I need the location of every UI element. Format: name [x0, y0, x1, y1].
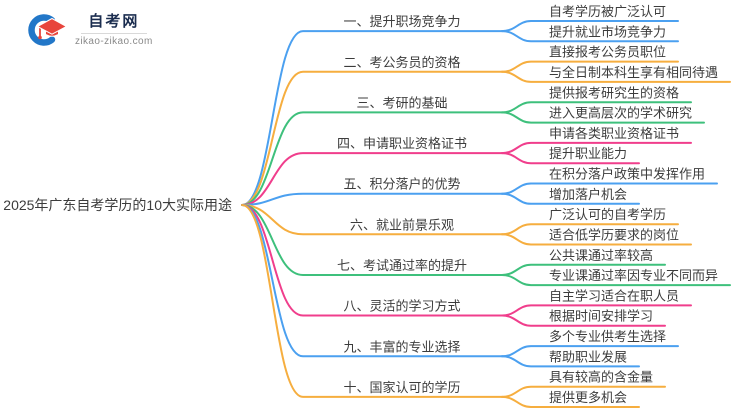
leaf-label[interactable]: 进入更高层次的学术研究 [549, 106, 692, 121]
leaf-label[interactable]: 广泛认可的自考学历 [549, 207, 666, 222]
leaf-label[interactable]: 具有较高的含金量 [549, 370, 653, 385]
leaf-label[interactable]: 专业课通过率因专业不同而异 [549, 268, 718, 283]
leaf-label[interactable]: 帮助职业发展 [549, 349, 627, 364]
branch-label[interactable]: 七、考试通过率的提升 [337, 258, 467, 273]
leaf-label[interactable]: 增加落户机会 [549, 187, 627, 202]
branch-label[interactable]: 五、积分落户的优势 [343, 177, 460, 192]
child-connector [501, 233, 692, 246]
logo-text-block: 自考网 zikao-zikao.com [75, 13, 153, 47]
leaf-label[interactable]: 多个专业供考生选择 [549, 329, 666, 344]
branch-label[interactable]: 八、灵活的学习方式 [343, 299, 460, 314]
branch-label[interactable]: 六、就业前景乐观 [350, 217, 454, 232]
leaf-label[interactable]: 自主学习适合在职人员 [549, 288, 679, 303]
branch-connector [241, 204, 503, 276]
branch-label[interactable]: 四、申请职业资格证书 [337, 136, 467, 151]
leaf-label[interactable]: 公共课通过率较高 [549, 248, 653, 263]
leaf-label[interactable]: 提升职业能力 [549, 146, 627, 161]
child-connector [501, 395, 640, 408]
leaf-label[interactable]: 在积分落户政策中发挥作用 [549, 167, 705, 182]
branch-connector [241, 111, 503, 206]
child-connector [501, 70, 731, 83]
branch-connector [241, 204, 503, 398]
child-connector [501, 314, 666, 327]
branch-label[interactable]: 一、提升职场竞争力 [343, 14, 460, 29]
leaf-label[interactable]: 根据时间安排学习 [549, 309, 653, 324]
branch-connector [241, 152, 503, 206]
logo-divider [80, 33, 147, 34]
leaf-label[interactable]: 提升就业市场竞争力 [549, 24, 666, 39]
child-connector [501, 152, 640, 165]
leaf-label[interactable]: 适合低学历要求的岗位 [549, 228, 679, 243]
branch-label[interactable]: 二、考公务员的资格 [343, 55, 460, 70]
leaf-label[interactable]: 与全日制本科生享有相同待遇 [549, 65, 718, 80]
logo-title: 自考网 [88, 13, 140, 30]
leaf-label[interactable]: 直接报考公务员职位 [549, 45, 666, 60]
branch-label[interactable]: 十、国家认可的学历 [343, 380, 460, 395]
logo-url: zikao-zikao.com [75, 36, 153, 47]
branch-connector [241, 30, 503, 206]
leaf-label[interactable]: 申请各类职业资格证书 [549, 126, 679, 141]
child-connector [501, 30, 679, 43]
graduation-cap-logo-icon [28, 14, 68, 46]
child-connector [501, 355, 640, 368]
branch-label[interactable]: 九、丰富的专业选择 [343, 339, 460, 354]
logo-cap-shape [36, 17, 68, 40]
branch-label[interactable]: 三、考研的基础 [356, 95, 447, 110]
leaf-label[interactable]: 自考学历被广泛认可 [549, 4, 666, 19]
branch-connector [241, 192, 503, 206]
branch-connector [241, 204, 503, 317]
branch-connector [241, 204, 503, 236]
branch-connector [241, 204, 503, 358]
leaf-label[interactable]: 提供报考研究生的资格 [549, 85, 679, 100]
branch-connector [241, 70, 503, 206]
leaf-label[interactable]: 提供更多机会 [549, 390, 627, 405]
child-connector [501, 192, 640, 205]
child-connector [501, 111, 705, 124]
root-topic[interactable]: 2025年广东自考学历的10大实际用途 [3, 197, 232, 213]
site-logo: 自考网 zikao-zikao.com [26, 8, 153, 52]
child-connector [501, 274, 731, 287]
logo-crescent-shape [28, 14, 56, 46]
